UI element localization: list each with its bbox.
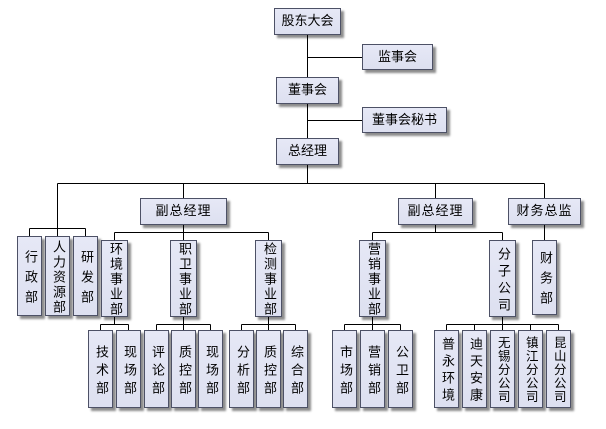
node-label: 财务部 [537, 251, 552, 311]
node-label: 评论部 [149, 344, 164, 399]
node-field-dept: 现场部 [198, 330, 223, 408]
node-analysis-dept: 分析部 [229, 330, 254, 408]
node-puyong-environment: 普永环境 [434, 330, 459, 408]
node-hr-dept: 人力资源部 [45, 236, 70, 316]
node-label: 环境事业部 [107, 242, 122, 317]
node-label: 现场部 [121, 344, 136, 399]
node-label: 职卫事业部 [176, 242, 191, 317]
node-label: 副总经理 [155, 204, 212, 219]
node-testing-division: 检测事业部 [255, 240, 282, 317]
node-label: 监事会 [377, 49, 417, 65]
node-label: 公卫部 [393, 344, 408, 399]
node-shareholders-meeting: 股东大会 [274, 8, 341, 35]
node-label: 市场部 [337, 344, 352, 399]
node-label: 无锡分公司 [495, 335, 511, 404]
node-ditian-ankang: 迪天安康 [462, 330, 487, 408]
node-label: 现场部 [203, 344, 218, 399]
node-label: 检测事业部 [261, 242, 276, 317]
node-field-dept: 现场部 [116, 330, 141, 408]
node-label: 董事会秘书 [371, 112, 437, 128]
node-rnd-dept: 研发部 [73, 236, 98, 316]
node-label: 行政部 [22, 249, 37, 310]
node-environment-division: 环境事业部 [101, 240, 128, 317]
node-qc-dept: 质控部 [256, 330, 281, 408]
node-label: 迪天安康 [467, 337, 482, 405]
node-market-dept: 市场部 [332, 330, 357, 408]
node-supervisory-board: 监事会 [362, 44, 433, 70]
node-label: 分子公司 [495, 246, 510, 315]
node-board-secretary: 董事会秘书 [362, 107, 447, 133]
node-general-affairs-dept: 综合部 [283, 330, 308, 408]
node-marketing-division: 营销事业部 [359, 240, 386, 317]
node-cfo: 财务总监 [508, 198, 581, 225]
node-label: 技术部 [93, 344, 108, 399]
node-label: 董事会 [287, 83, 327, 98]
node-label: 营销部 [365, 344, 380, 399]
node-general-manager: 总经理 [276, 138, 339, 165]
node-label: 普永环境 [439, 337, 454, 405]
node-admin-dept: 行政部 [17, 236, 42, 316]
node-deputy-gm-left: 副总经理 [140, 198, 227, 225]
node-finance-dept: 财务部 [532, 240, 557, 315]
node-public-health-dept: 公卫部 [388, 330, 413, 408]
node-deputy-gm-right: 副总经理 [398, 198, 473, 225]
node-zhenjiang-branch: 镇江分公司 [518, 330, 543, 408]
node-label: 营销事业部 [365, 242, 380, 317]
node-kunshan-branch: 昆山分公司 [546, 330, 571, 408]
node-label: 镇江分公司 [523, 335, 539, 404]
node-tech-dept: 技术部 [88, 330, 113, 408]
node-label: 分析部 [234, 344, 249, 399]
node-wuxi-branch: 无锡分公司 [490, 330, 515, 408]
node-label: 研发部 [78, 249, 93, 310]
node-occupational-health-division: 职卫事业部 [170, 240, 197, 317]
node-label: 总经理 [287, 144, 327, 159]
node-subsidiaries: 分子公司 [489, 240, 516, 317]
node-sales-dept: 营销部 [360, 330, 385, 408]
node-label: 综合部 [288, 344, 303, 399]
node-label: 昆山分公司 [551, 335, 567, 404]
node-label: 人力资源部 [50, 239, 65, 315]
node-review-dept: 评论部 [144, 330, 169, 408]
node-label: 质控部 [176, 344, 191, 399]
node-board-of-directors: 董事会 [276, 77, 339, 104]
node-label: 股东大会 [281, 14, 334, 29]
node-label: 副总经理 [407, 204, 464, 219]
node-label: 质控部 [261, 344, 276, 399]
node-qc-dept: 质控部 [171, 330, 196, 408]
node-label: 财务总监 [516, 204, 573, 219]
